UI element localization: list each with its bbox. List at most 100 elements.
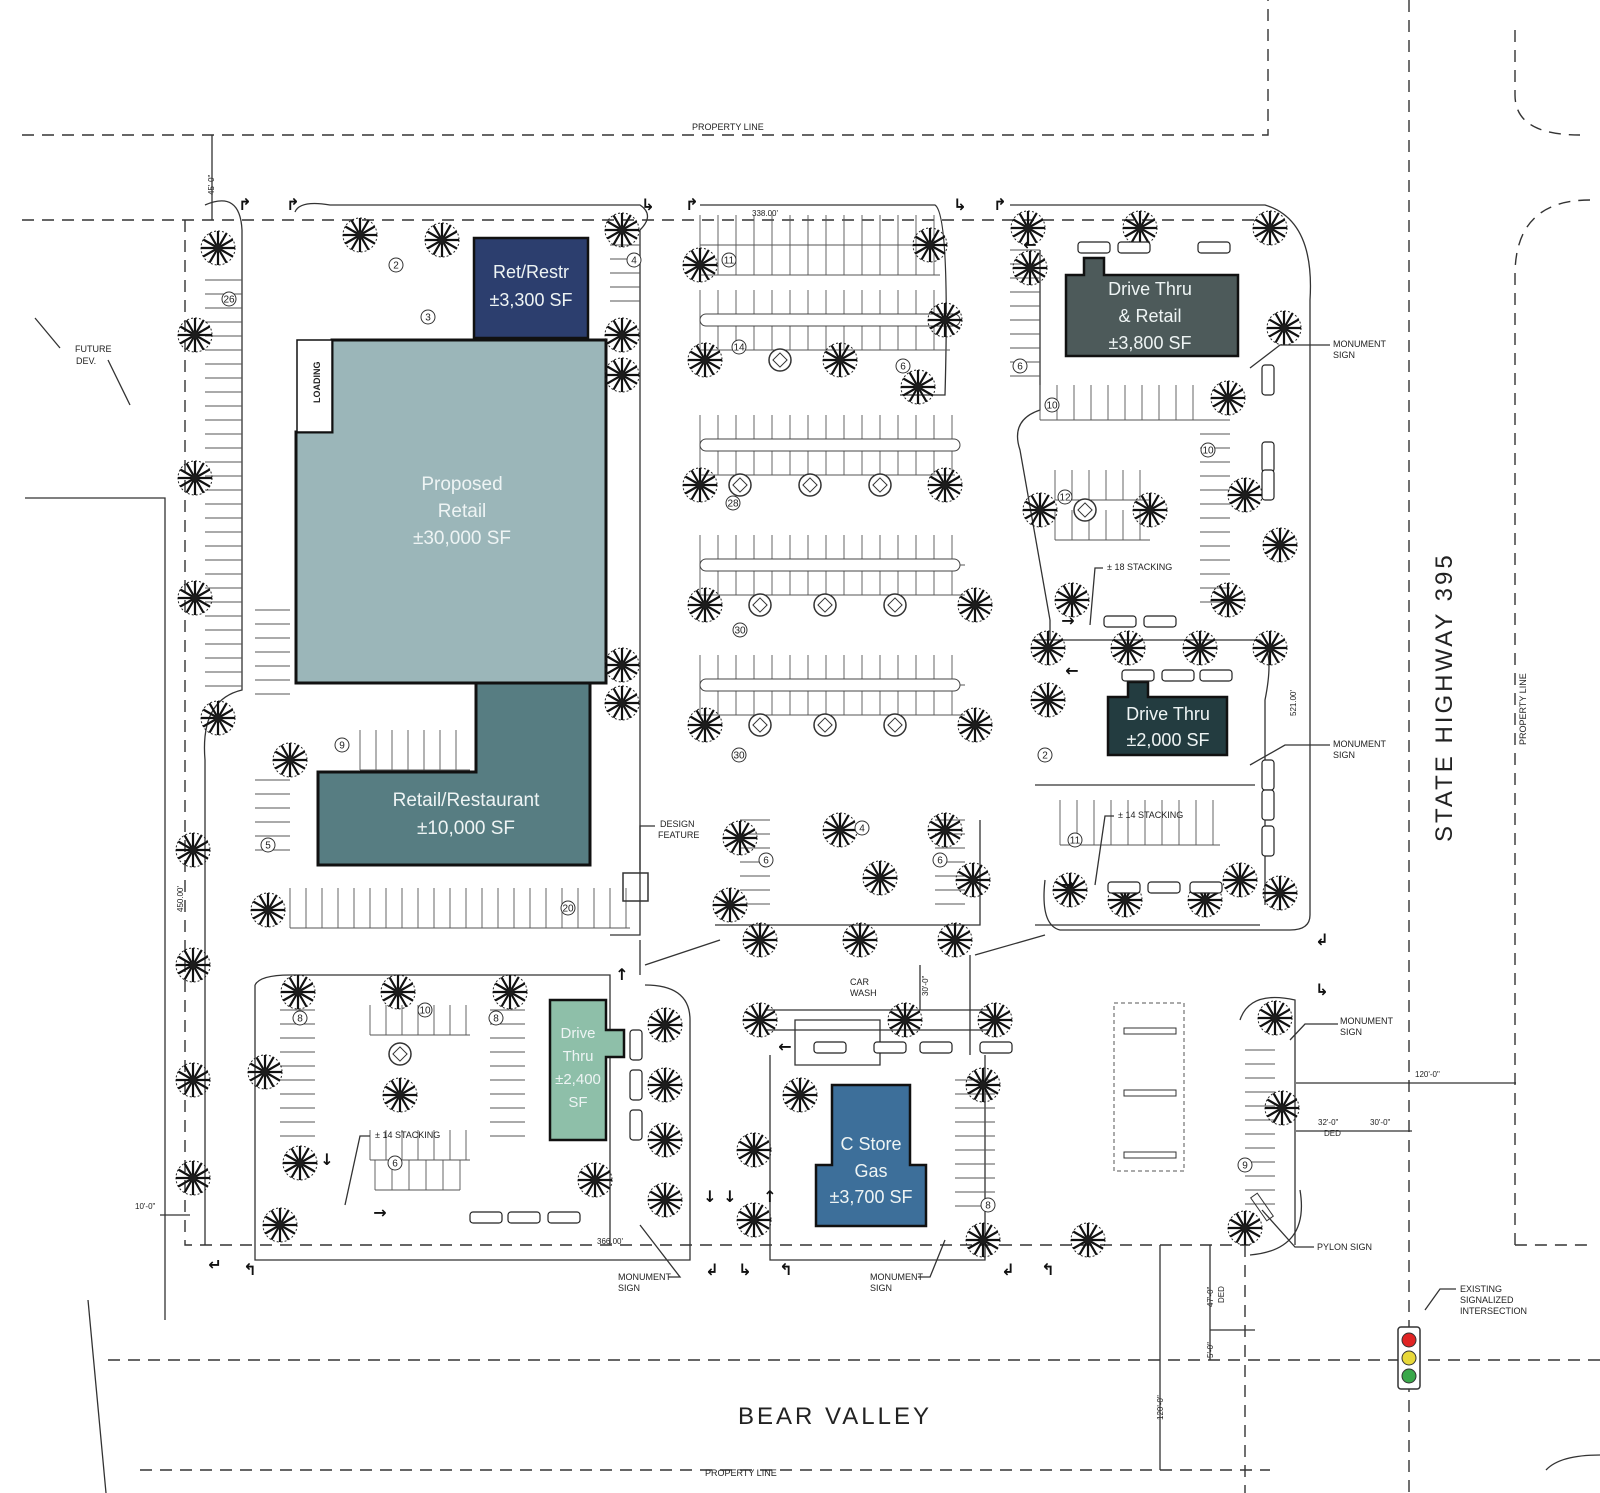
- stall-count-badge: 4: [626, 252, 642, 268]
- drive-thru-2400-label: Drive: [560, 1025, 595, 1042]
- stall-count-badge: 6: [932, 852, 948, 868]
- svg-text:↳: ↳: [953, 195, 966, 214]
- c-store-building[interactable]: [814, 1083, 928, 1228]
- stall-count-badge: 6: [758, 852, 774, 868]
- svg-text:↱: ↱: [685, 195, 698, 214]
- drive-thru-2000-area: ±2,000 SF: [1127, 730, 1210, 750]
- c-store-label-2: Gas: [854, 1161, 887, 1181]
- stall-count-badge: 20: [560, 900, 576, 916]
- pylon-sign-label: PYLON SIGN: [1317, 1242, 1372, 1252]
- fuel-pumps: [1123, 1027, 1177, 1159]
- monument-sign-sub-3: SIGN: [1340, 1027, 1362, 1037]
- svg-text:↳: ↳: [738, 1260, 751, 1279]
- stacking-14-label-b: ± 14 STACKING: [375, 1130, 440, 1140]
- svg-text:28: 28: [727, 499, 739, 510]
- monument-sign-label-3: MONUMENT: [1340, 1016, 1393, 1026]
- drive-thru-retail-label: Drive Thru: [1108, 279, 1192, 299]
- stall-count-badge: 6: [1012, 358, 1028, 374]
- landscape-trees: [175, 210, 1302, 1258]
- stall-count-badge: 10: [1044, 397, 1060, 413]
- svg-text:12: 12: [1059, 493, 1071, 504]
- svg-text:↓: ↓: [703, 1187, 716, 1206]
- design-feature-label-2: FEATURE: [658, 830, 699, 840]
- stall-count-badge: 5: [260, 837, 276, 853]
- svg-text:↰: ↰: [1041, 1260, 1054, 1279]
- dim-30b: 30'-0": [1370, 1118, 1391, 1127]
- monument-sign-sub-1: SIGN: [1333, 350, 1355, 360]
- stall-count-badge: 30: [731, 747, 747, 763]
- dim-32: 32'-0": [1318, 1118, 1339, 1127]
- svg-text:↰: ↰: [779, 1260, 792, 1279]
- svg-text:5: 5: [265, 841, 271, 852]
- monument-sign-label-4: MONUMENT: [618, 1272, 671, 1282]
- retail-restaurant-area: ±10,000 SF: [417, 818, 515, 839]
- svg-text:6: 6: [937, 856, 943, 867]
- future-dev-label: FUTURE: [75, 344, 112, 354]
- svg-text:←: ←: [1023, 235, 1036, 254]
- svg-text:8: 8: [493, 1014, 499, 1025]
- proposed-retail-label-2: Retail: [438, 501, 487, 522]
- design-feature-label: DESIGN: [660, 819, 695, 829]
- ret-restr-building[interactable]: [472, 236, 590, 340]
- stall-count-badge: 6: [895, 358, 911, 374]
- car-wash-label-2: WASH: [850, 988, 877, 998]
- svg-text:↰: ↰: [243, 1260, 256, 1279]
- stall-count-badge: 14: [731, 339, 747, 355]
- svg-text:6: 6: [900, 362, 906, 373]
- stall-count-badge: 8: [292, 1010, 308, 1026]
- retail-restaurant-building[interactable]: [316, 681, 592, 867]
- drive-thru-2400-building[interactable]: [548, 998, 626, 1142]
- stall-count-badge: 11: [721, 252, 737, 268]
- stacking-18-label: ± 18 STACKING: [1107, 562, 1172, 572]
- monument-sign-label-5: MONUMENT: [870, 1272, 923, 1282]
- dim-366: 366.00': [597, 1237, 623, 1246]
- ret-restr-label: Ret/Restr: [493, 262, 569, 282]
- stall-count-badge: 4: [854, 820, 870, 836]
- svg-text:11: 11: [724, 256, 735, 267]
- proposed-retail-label: Proposed: [421, 474, 502, 495]
- svg-text:30: 30: [733, 751, 745, 762]
- retail-restaurant-label: Retail/Restaurant: [393, 790, 541, 811]
- property-line-top-label: PROPERTY LINE: [692, 122, 764, 132]
- stall-count-badge: 2: [1037, 747, 1053, 763]
- stacking-14-label-a: ± 14 STACKING: [1118, 810, 1183, 820]
- svg-text:↱: ↱: [993, 195, 1006, 214]
- svg-text:10: 10: [419, 1006, 431, 1017]
- drive-thru-2000-building[interactable]: [1106, 680, 1229, 757]
- curbs: [203, 200, 1312, 1261]
- stall-count-badge: 26: [221, 291, 237, 307]
- svg-text:9: 9: [339, 741, 345, 752]
- svg-text:↲: ↲: [1001, 1260, 1014, 1279]
- dim-30: 30'-0": [921, 975, 930, 996]
- car-wash-label: CAR: [850, 977, 870, 987]
- svg-text:20: 20: [562, 904, 574, 915]
- future-dev-label-2: DEV.: [76, 356, 96, 366]
- svg-text:4: 4: [859, 824, 865, 835]
- stall-count-badge: 30: [732, 622, 748, 638]
- svg-text:26: 26: [223, 295, 235, 306]
- svg-text:2: 2: [1042, 751, 1048, 762]
- fuel-canopy: [1113, 1002, 1185, 1172]
- svg-text:9: 9: [1242, 1161, 1248, 1172]
- property-lines: [22, 0, 1600, 1493]
- svg-text:30: 30: [734, 626, 746, 637]
- drive-thru-retail-area: ±3,800 SF: [1109, 333, 1192, 353]
- svg-text:↳: ↳: [641, 195, 654, 214]
- ret-restr-area: ±3,300 SF: [490, 290, 573, 310]
- svg-text:↲: ↲: [705, 1260, 718, 1279]
- svg-text:6: 6: [763, 856, 769, 867]
- dim-120-a: 120'-0": [1415, 1070, 1440, 1079]
- stall-count-badge: 11: [1067, 832, 1083, 848]
- drive-thru-retail-building[interactable]: [1064, 256, 1240, 358]
- svg-text:↱: ↱: [286, 195, 299, 214]
- drive-thru-2000-label: Drive Thru: [1126, 704, 1210, 724]
- c-store-label: C Store: [840, 1134, 901, 1154]
- monument-sign-sub-2: SIGN: [1333, 750, 1355, 760]
- dim-5: 5'-0": [1206, 1342, 1215, 1358]
- svg-text:14: 14: [733, 343, 745, 354]
- dim-ded-a: DED: [1324, 1129, 1341, 1138]
- intersection-label: INTERSECTION: [1460, 1306, 1527, 1316]
- svg-text:8: 8: [985, 1201, 991, 1212]
